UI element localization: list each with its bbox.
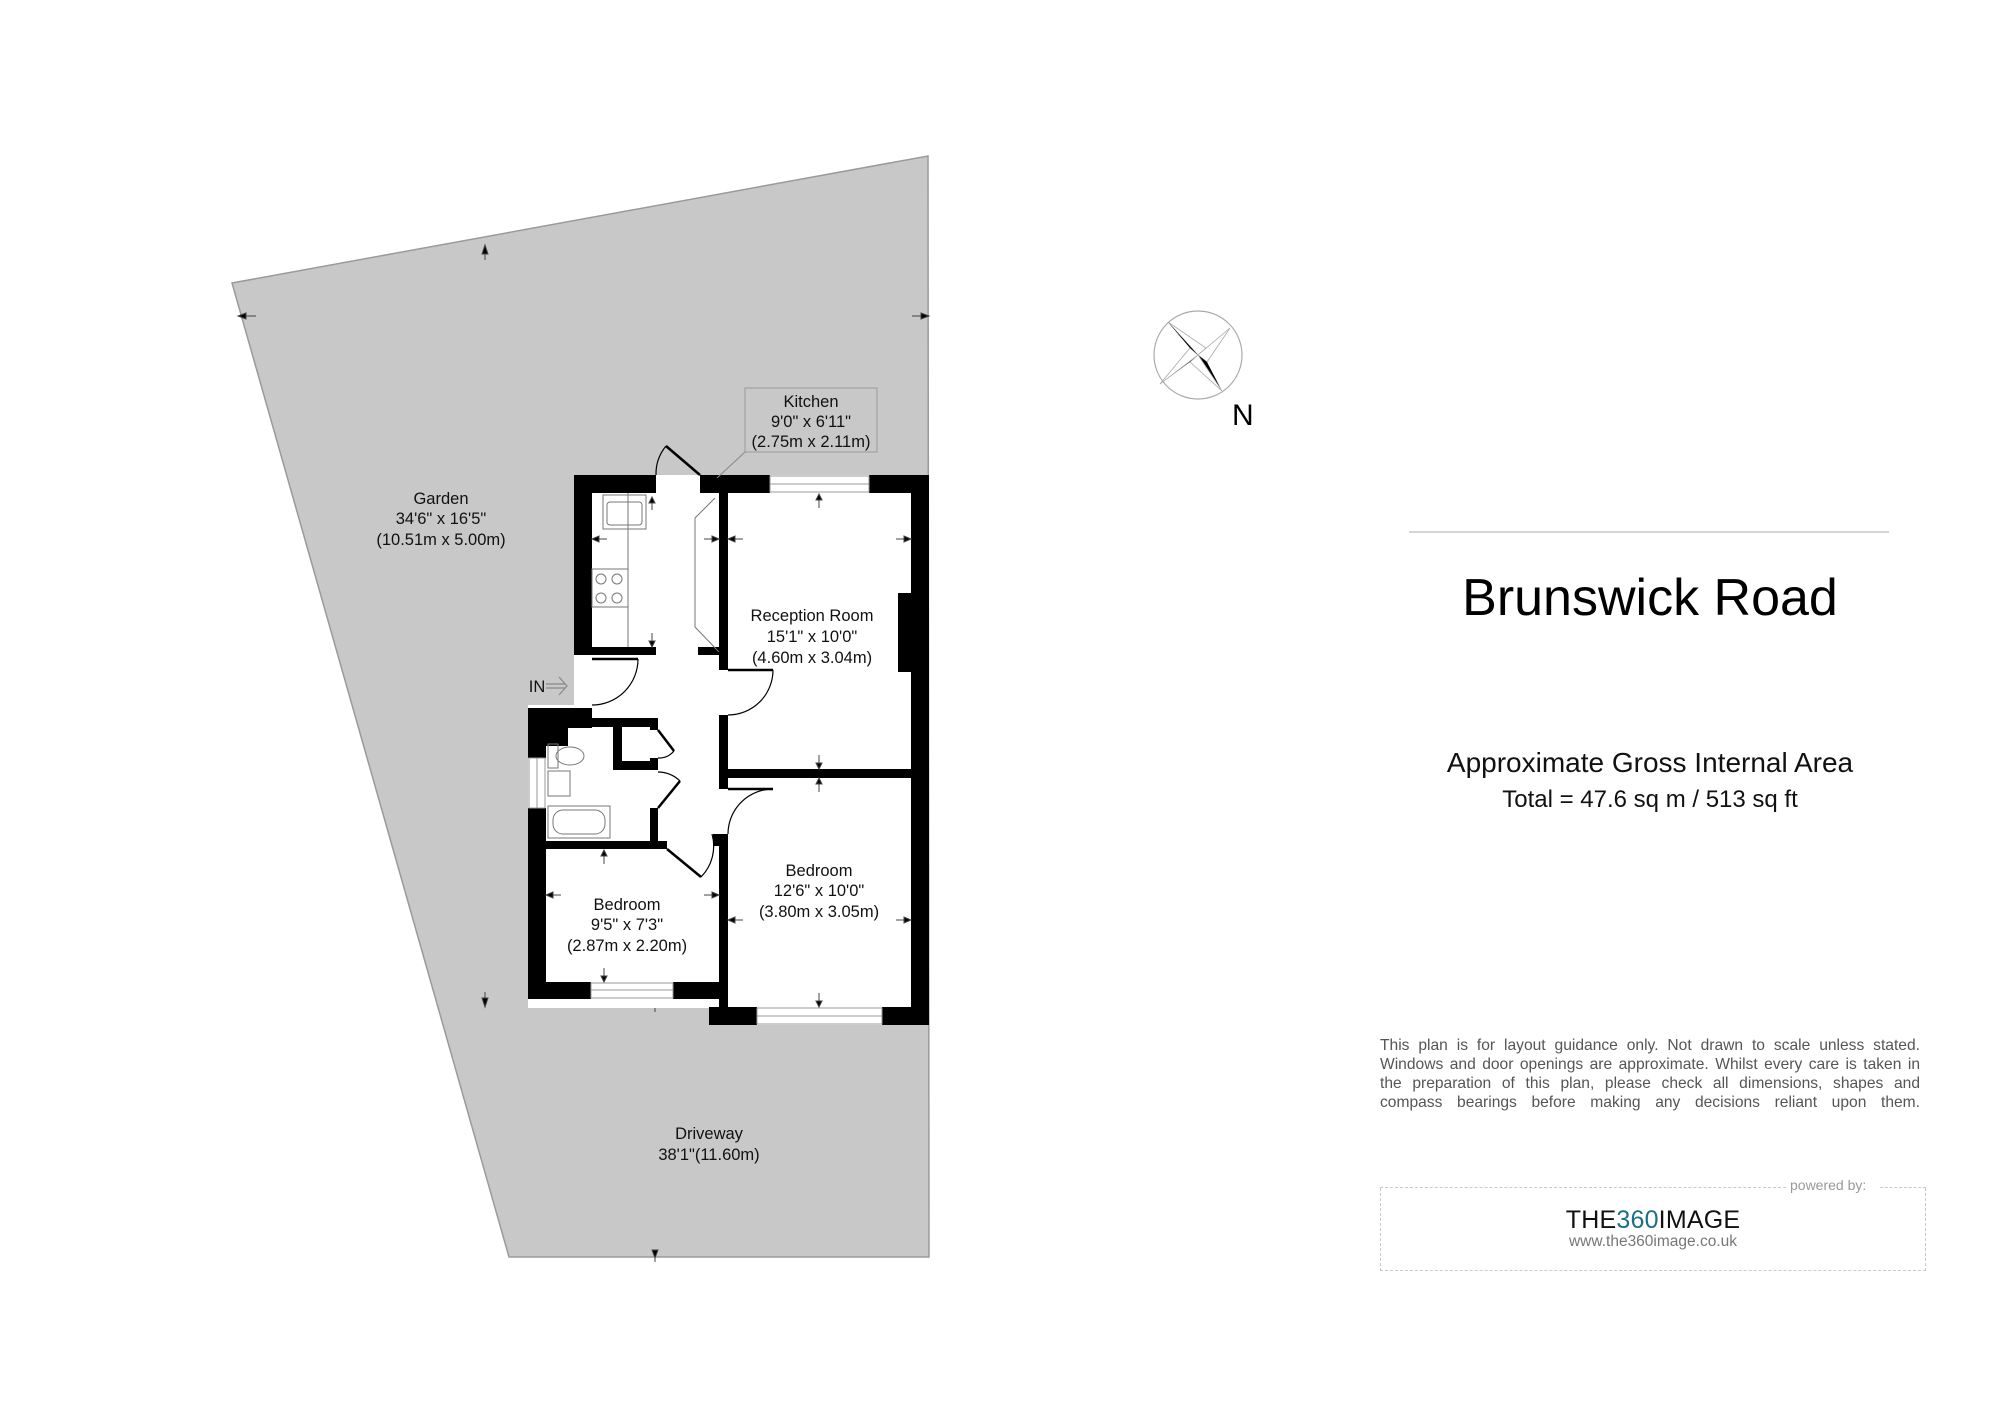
kitchen-metric: (2.75m x 2.11m) [752, 433, 871, 451]
brand-logo: THE360IMAGE [1380, 1206, 1926, 1234]
logo-prefix: THE [1565, 1206, 1617, 1234]
bedroom-2-metric: (2.87m x 2.20m) [567, 937, 687, 955]
property-title: Brunswick Road [1462, 569, 1838, 627]
doors [591, 445, 774, 878]
north-label: N [1232, 399, 1254, 432]
area-total: Total = 47.6 sq m / 513 sq ft [1502, 786, 1798, 813]
bedroom-1-name: Bedroom [786, 862, 853, 880]
logo-suffix: IMAGE [1658, 1206, 1741, 1234]
branding-box-top-left [1380, 1187, 1786, 1188]
entrance-label: IN [529, 678, 546, 696]
room-dimension-arrows [544, 492, 913, 1009]
reception-imperial: 15'1" x 10'0" [767, 628, 858, 646]
bedroom-1-metric: (3.80m x 3.05m) [759, 903, 879, 921]
disclaimer-text: This plan is for layout guidance only. N… [1380, 1037, 1920, 1111]
bedroom-2-imperial: 9'5" x 7'3" [591, 916, 663, 934]
interior-floor [528, 475, 929, 1025]
bathroom-fixtures [547, 743, 611, 839]
windows [528, 475, 883, 1025]
area-heading: Approximate Gross Internal Area [1446, 747, 1854, 778]
kitchen-name: Kitchen [783, 393, 838, 411]
bedroom-2-name: Bedroom [594, 896, 661, 914]
logo-accent: 360 [1616, 1206, 1659, 1234]
brand-url[interactable]: www.the360image.co.uk [1568, 1233, 1737, 1250]
garden-metric: (10.51m x 5.00m) [376, 531, 505, 549]
kitchen-label-box [716, 387, 878, 479]
powered-by-label: powered by: [1790, 1177, 1867, 1193]
kitchen-imperial: 9'0" x 6'11" [771, 413, 851, 431]
branding-box-top-right [1880, 1187, 1926, 1188]
entrance-arrow-icon [546, 676, 568, 696]
garden-imperial: 34'6" x 16'5" [396, 510, 487, 528]
branding-box [1380, 1188, 1926, 1271]
driveway-name: Driveway [675, 1125, 744, 1143]
walls [528, 475, 929, 1025]
bedroom-1-imperial: 12'6" x 10'0" [774, 882, 865, 900]
reception-name: Reception Room [751, 607, 874, 625]
title-divider [1409, 531, 1889, 533]
reception-metric: (4.60m x 3.04m) [752, 649, 872, 667]
compass-rose-icon [1153, 310, 1243, 400]
driveway-dimension: 38'1"(11.60m) [658, 1146, 759, 1164]
garden-name: Garden [413, 490, 468, 508]
kitchen-fixtures [591, 493, 720, 653]
